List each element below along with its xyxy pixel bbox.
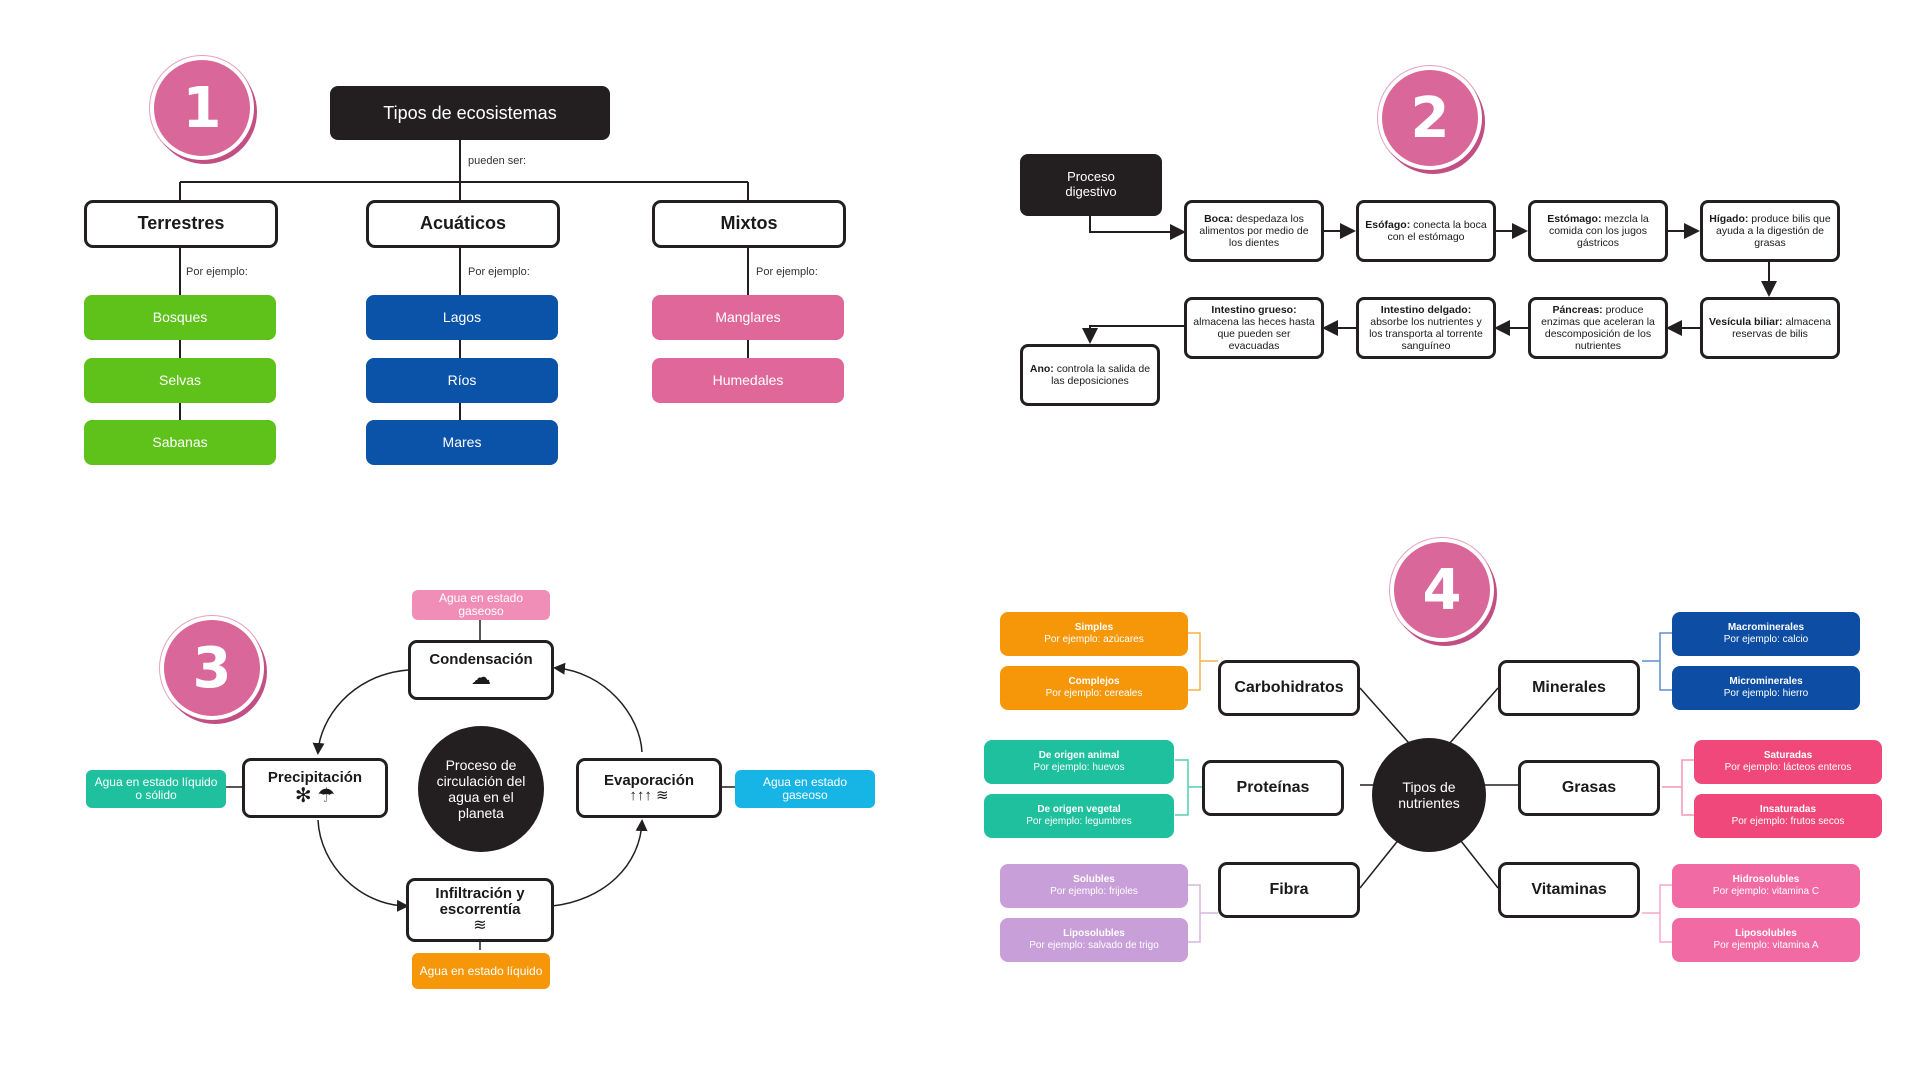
step-intestino-grueso: Intestino grueso: almacena las heces has… (1184, 297, 1324, 359)
example-label: Por ejemplo: (756, 266, 818, 278)
step-boca: Boca: despedaza los alimentos por medio … (1184, 200, 1324, 262)
group-fibra: Fibra (1218, 862, 1360, 918)
ecosystems-connector: pueden ser: (468, 155, 527, 167)
state-infiltracion: Agua en estado líquido (412, 953, 550, 989)
stage-evaporacion: Evaporación ↑↑↑ ≋ (576, 758, 722, 818)
example-label: Por ejemplo: (186, 266, 248, 278)
evaporation-icon: ↑↑↑ ≋ (629, 787, 669, 805)
stage-infiltracion: Infiltración y escorrentía ≋ (406, 878, 554, 942)
example-label: Por ejemplo: (468, 266, 530, 278)
example-sabanas: Sabanas (84, 420, 276, 465)
state-evaporacion: Agua en estado gaseoso (735, 770, 875, 808)
group-vitaminas: Vitaminas (1498, 862, 1640, 918)
clouds-icon: ☁ (471, 666, 491, 689)
step-ano: Ano: controla la salida de las deposicio… (1020, 344, 1160, 406)
category-acuaticos: Acuáticos (366, 200, 560, 248)
example-humedales: Humedales (652, 358, 844, 403)
water-center: Proceso de circulación del agua en el pl… (418, 726, 544, 852)
group-minerales: Minerales (1498, 660, 1640, 716)
group-proteinas: Proteínas (1202, 760, 1344, 816)
group-carbohidratos: Carbohidratos (1218, 660, 1360, 716)
step-higado: Hígado: produce bilis que ayuda a la dig… (1700, 200, 1840, 262)
example-selvas: Selvas (84, 358, 276, 403)
step-pancreas: Páncreas: produce enzimas que aceleran l… (1528, 297, 1668, 359)
category-mixtos: Mixtos (652, 200, 846, 248)
step-intestino-delgado: Intestino delgado: absorbe los nutriente… (1356, 297, 1496, 359)
ecosystems-title: Tipos de ecosistemas (330, 86, 610, 140)
stage-precipitacion: Precipitación ✻ ☂ (242, 758, 388, 818)
badge-1: 1 (150, 56, 254, 160)
water-cycle-lines (225, 620, 735, 950)
step-estomago: Estómago: mezcla la comida con los jugos… (1528, 200, 1668, 262)
example-rios: Ríos (366, 358, 558, 403)
example-mares: Mares (366, 420, 558, 465)
snow-rain-icon: ✻ ☂ (294, 784, 336, 807)
group-grasas: Grasas (1518, 760, 1660, 816)
nutrients-center: Tipos de nutrientes (1372, 738, 1486, 852)
step-esofago: Esófago: conecta la boca con el estómago (1356, 200, 1496, 262)
state-precipitacion: Agua en estado líquido o sólido (86, 770, 226, 808)
step-vesicula-biliar: Vesícula biliar: almacena reservas de bi… (1700, 297, 1840, 359)
state-condensacion: Agua en estado gaseoso (412, 590, 550, 620)
badge-4: 4 (1390, 538, 1494, 642)
waves-icon: ≋ (473, 916, 487, 934)
ecosystem-lines (179, 140, 749, 420)
example-manglares: Manglares (652, 295, 844, 340)
category-terrestres: Terrestres (84, 200, 278, 248)
stage-condensacion: Condensación ☁ (408, 640, 554, 700)
badge-3: 3 (160, 616, 264, 720)
example-bosques: Bosques (84, 295, 276, 340)
digestion-lines (1082, 210, 1777, 344)
badge-2: 2 (1378, 66, 1482, 170)
digestion-start: Proceso digestivo (1020, 154, 1162, 216)
example-lagos: Lagos (366, 295, 558, 340)
